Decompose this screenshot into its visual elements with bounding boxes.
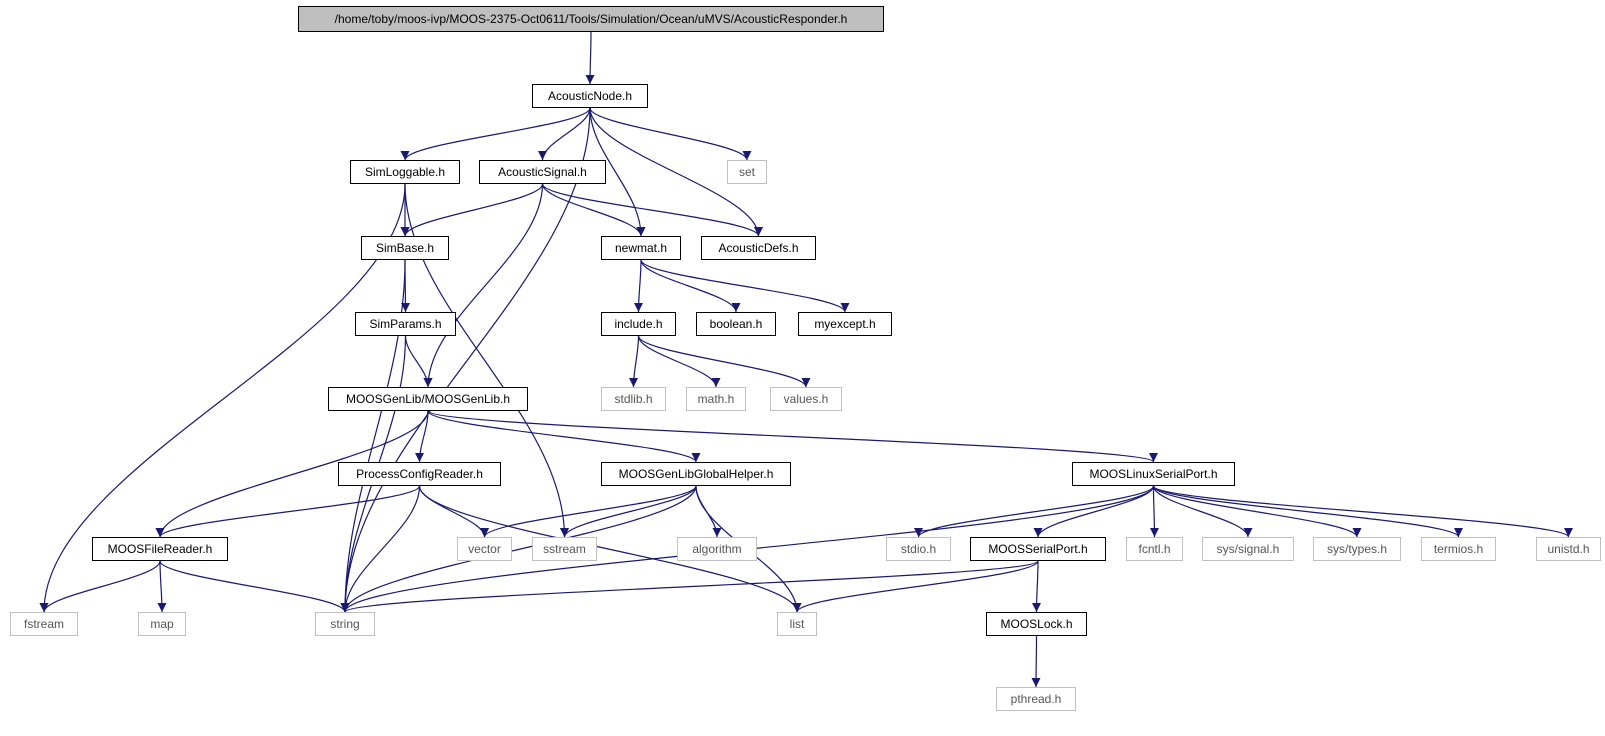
edge-simparams-to-moosgenlib: [404, 335, 433, 388]
edge-mooslinuxserialport-to-systypes: [1152, 485, 1362, 538]
node-sys-types[interactable]: sys/types.h: [1313, 537, 1401, 561]
edge-moosfilereader-to-string: [159, 560, 350, 613]
edge-mooslock-to-pthread: [1031, 635, 1041, 688]
node-simparams[interactable]: SimParams.h: [355, 312, 456, 336]
node-stdio[interactable]: stdio.h: [886, 537, 951, 561]
edge-acousticnode-to-acousticsignal: [538, 107, 591, 161]
node-myexcept[interactable]: myexcept.h: [798, 312, 892, 336]
edge-processconfigreader-to-vector: [418, 485, 489, 538]
node-termios[interactable]: termios.h: [1421, 537, 1496, 561]
edge-acousticsignal-to-acousticdefs: [541, 183, 763, 237]
node-algorithm[interactable]: algorithm: [677, 537, 757, 561]
edge-mooslinuxserialport-to-fcntl: [1149, 485, 1159, 538]
edge-acousticnode-to-newmat: [589, 107, 646, 237]
edge-processconfigreader-to-string: [340, 485, 421, 613]
edge-moosserialport-to-mooslock: [1032, 560, 1042, 613]
node-acousticsignal[interactable]: AcousticSignal.h: [479, 160, 606, 184]
node-list[interactable]: list: [777, 612, 817, 636]
edge-newmat-to-include: [634, 259, 644, 313]
edge-include-to-math: [637, 335, 721, 388]
node-simloggable[interactable]: SimLoggable.h: [350, 160, 460, 184]
edge-acousticsignal-to-simbase: [400, 183, 544, 237]
node-pthread[interactable]: pthread.h: [996, 687, 1076, 711]
edge-moosgenlibglobalhelper-to-string: [340, 485, 697, 613]
node-fcntl[interactable]: fcntl.h: [1126, 537, 1183, 561]
edge-mooslinuxserialport-to-syssignal: [1152, 485, 1253, 538]
edge-moosgenlib-to-mooslinuxserialport: [427, 410, 1158, 463]
edge-moosserialport-to-list: [792, 560, 1039, 613]
node-sstream[interactable]: sstream: [532, 537, 597, 561]
edge-simbase-to-string: [340, 259, 406, 613]
edge-moosfilereader-to-map: [157, 560, 167, 613]
node-processconfigreader[interactable]: ProcessConfigReader.h: [338, 462, 501, 486]
node-string[interactable]: string: [315, 612, 375, 636]
edge-mooslinuxserialport-to-moosserialport: [1033, 485, 1155, 538]
edge-mooslinuxserialport-to-unistd: [1152, 485, 1573, 538]
node-fstream[interactable]: fstream: [10, 612, 78, 636]
node-newmat[interactable]: newmat.h: [601, 236, 681, 260]
node-sys-signal[interactable]: sys/signal.h: [1202, 537, 1294, 561]
node-simbase[interactable]: SimBase.h: [361, 236, 449, 260]
edge-processconfigreader-to-moosfilereader: [155, 485, 421, 538]
edge-moosgenlib-to-processconfigreader: [415, 410, 429, 463]
node-moosgenlibglobalhelper[interactable]: MOOSGenLibGlobalHelper.h: [601, 462, 791, 486]
node-moosserialport[interactable]: MOOSSerialPort.h: [970, 537, 1106, 561]
edge-moosgenlibglobalhelper-to-vector: [480, 485, 697, 538]
node-stdlib[interactable]: stdlib.h: [601, 387, 666, 411]
node-include[interactable]: include.h: [601, 312, 676, 336]
edge-processconfigreader-to-list: [418, 485, 802, 613]
node-acousticdefs[interactable]: AcousticDefs.h: [701, 236, 816, 260]
node-moosfilereader[interactable]: MOOSFileReader.h: [92, 537, 228, 561]
edge-moosfilereader-to-fstream: [39, 560, 161, 613]
edge-simloggable-to-sstream: [404, 183, 569, 538]
node-mooslinuxserialport[interactable]: MOOSLinuxSerialPort.h: [1072, 462, 1235, 486]
node-acousticnode[interactable]: AcousticNode.h: [532, 84, 648, 108]
edge-include-to-stdlib: [629, 335, 640, 388]
node-unistd[interactable]: unistd.h: [1536, 537, 1601, 561]
node-math[interactable]: math.h: [686, 387, 746, 411]
edge-newmat-to-boolean: [640, 259, 741, 313]
node-moosgenlib[interactable]: MOOSGenLib/MOOSGenLib.h: [328, 387, 528, 411]
edge-acousticnode-to-set: [589, 107, 752, 161]
edge-moosserialport-to-string: [340, 560, 1039, 613]
node-values[interactable]: values.h: [770, 387, 842, 411]
edge-newmat-to-myexcept: [640, 259, 850, 313]
edge-root-to-acousticnode: [585, 31, 595, 85]
edge-include-to-values: [637, 335, 811, 388]
node-set[interactable]: set: [727, 160, 767, 184]
node-map[interactable]: map: [138, 612, 186, 636]
edge-acousticnode-to-simloggable: [400, 107, 591, 161]
node-vector[interactable]: vector: [457, 537, 512, 561]
node-boolean[interactable]: boolean.h: [696, 312, 776, 336]
node-mooslock[interactable]: MOOSLock.h: [986, 612, 1087, 636]
edge-acousticsignal-to-moosgenlib: [423, 183, 544, 388]
edge-moosgenlib-to-moosgenlibglobalhelper: [427, 410, 701, 463]
edge-acousticnode-to-acousticdefs: [589, 107, 763, 237]
edge-moosgenlib-to-moosfilereader: [155, 410, 429, 538]
edge-acousticsignal-to-newmat: [541, 183, 646, 237]
node-root-file[interactable]: /home/toby/moos-ivp/MOOS-2375-Oct0611/To…: [298, 6, 884, 32]
edge-mooslinuxserialport-to-termios: [1152, 485, 1463, 538]
edge-moosgenlibglobalhelper-to-sstream: [560, 485, 697, 538]
edge-mooslinuxserialport-to-stdio: [914, 485, 1155, 538]
